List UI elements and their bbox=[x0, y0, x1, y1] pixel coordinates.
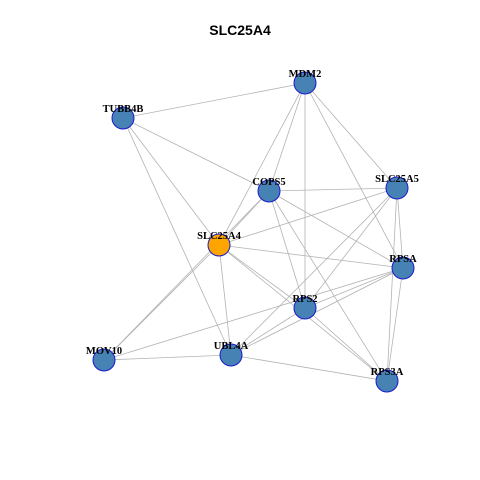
edge-slc25a4-rps2 bbox=[218, 244, 306, 309]
node-slc25a4 bbox=[207, 233, 231, 257]
edge-rpsa-ubl4a bbox=[230, 267, 404, 356]
edge-slc25a5-rpsa bbox=[396, 187, 404, 269]
edge-layer bbox=[103, 82, 404, 382]
edge-slc25a5-rps3a bbox=[386, 187, 398, 382]
node-mov10 bbox=[92, 348, 116, 372]
edge-slc25a4-rpsa bbox=[218, 244, 404, 269]
edge-slc25a5-rps2 bbox=[304, 187, 398, 309]
edge-rpsa-mov10 bbox=[103, 267, 404, 361]
node-label-rps2: RPS2 bbox=[292, 294, 317, 305]
edge-tubb4b-mdm2 bbox=[122, 82, 306, 119]
edge-slc25a4-ubl4a bbox=[218, 244, 232, 356]
edge-ubl4a-rps3a bbox=[230, 354, 388, 382]
edge-mdm2-rpsa bbox=[304, 82, 404, 269]
node-label-rpsa: RPSA bbox=[389, 254, 417, 265]
node-layer bbox=[92, 71, 415, 393]
node-label-mov10: MOV10 bbox=[86, 346, 122, 357]
edge-mov10-ubl4a bbox=[103, 354, 232, 361]
node-label-mdm2: MDM2 bbox=[289, 69, 322, 80]
edge-mdm2-cops5 bbox=[268, 82, 306, 192]
node-tubb4b bbox=[111, 106, 135, 130]
edge-tubb4b-cops5 bbox=[122, 117, 270, 192]
edge-tubb4b-ubl4a bbox=[122, 117, 232, 356]
node-label-rps3a: RPS3A bbox=[371, 367, 404, 378]
edge-rpsa-rps2 bbox=[304, 267, 404, 309]
node-label-tubb4b: TUBB4B bbox=[103, 104, 144, 115]
graph-title: SLC25A4 bbox=[209, 22, 271, 38]
node-mdm2 bbox=[293, 71, 317, 95]
node-rpsa bbox=[391, 256, 415, 280]
edge-slc25a5-slc25a4 bbox=[218, 187, 398, 246]
node-label-ubl4a: UBL4A bbox=[214, 341, 249, 352]
edge-cops5-rpsa bbox=[268, 190, 404, 269]
node-cops5 bbox=[257, 179, 281, 203]
edge-mov10-cops5 bbox=[103, 190, 270, 361]
edge-rpsa-rps3a bbox=[386, 267, 404, 382]
node-label-cops5: COPS5 bbox=[252, 177, 285, 188]
edge-mdm2-slc25a4 bbox=[218, 82, 306, 246]
edge-slc25a5-ubl4a bbox=[230, 187, 398, 356]
node-rps3a bbox=[375, 369, 399, 393]
edge-tubb4b-slc25a4 bbox=[122, 117, 220, 246]
edge-cops5-rps2 bbox=[268, 190, 306, 309]
edge-rps2-rps3a bbox=[304, 307, 388, 382]
edge-mdm2-slc25a5 bbox=[304, 82, 398, 189]
edge-cops5-rps3a bbox=[268, 190, 388, 382]
node-ubl4a bbox=[219, 343, 243, 367]
edge-cops5-slc25a5 bbox=[268, 187, 398, 192]
edge-rps2-ubl4a bbox=[230, 307, 306, 356]
node-label-slc25a5: SLC25A5 bbox=[375, 174, 419, 185]
node-label-slc25a4: SLC25A4 bbox=[197, 231, 242, 242]
node-slc25a5 bbox=[385, 176, 409, 200]
node-rps2 bbox=[293, 296, 317, 320]
